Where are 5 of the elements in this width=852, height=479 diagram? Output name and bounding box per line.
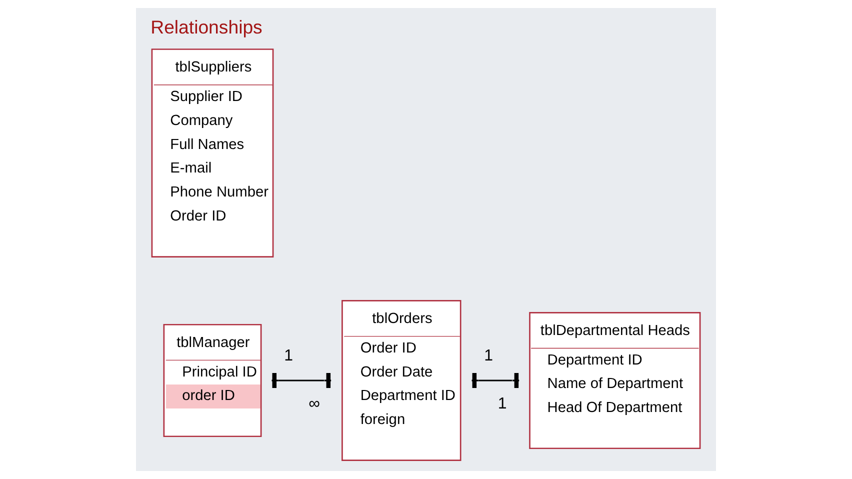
diagram-title: Relationships bbox=[150, 16, 262, 38]
label: 1 bbox=[498, 396, 507, 413]
label: ∞ bbox=[308, 396, 320, 413]
label: 1 bbox=[484, 348, 493, 365]
label: 1 bbox=[284, 348, 293, 365]
